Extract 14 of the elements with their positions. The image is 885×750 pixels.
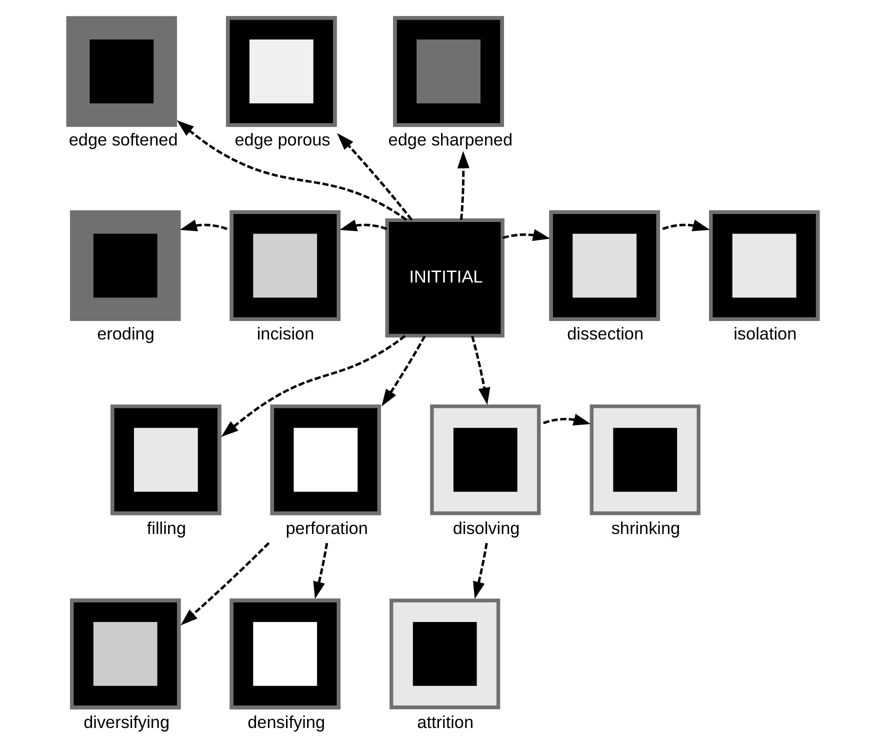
node-label: perforation: [285, 518, 368, 538]
node-label: dissection: [566, 324, 644, 344]
node-label: attrition: [416, 712, 474, 732]
node-label: diversifying: [83, 712, 170, 732]
node-label: incision: [256, 324, 314, 344]
node-label: shrinking: [610, 518, 680, 538]
node-label: filling: [146, 518, 186, 538]
node-label: isolation: [733, 324, 796, 344]
node-label: densifying: [247, 712, 325, 732]
node-label: edge sharpened: [388, 129, 512, 150]
node-label: disolving: [452, 518, 520, 538]
node-label: edge porous: [234, 129, 330, 150]
node-label: edge softened: [68, 129, 178, 150]
node-label: eroding: [96, 324, 154, 344]
